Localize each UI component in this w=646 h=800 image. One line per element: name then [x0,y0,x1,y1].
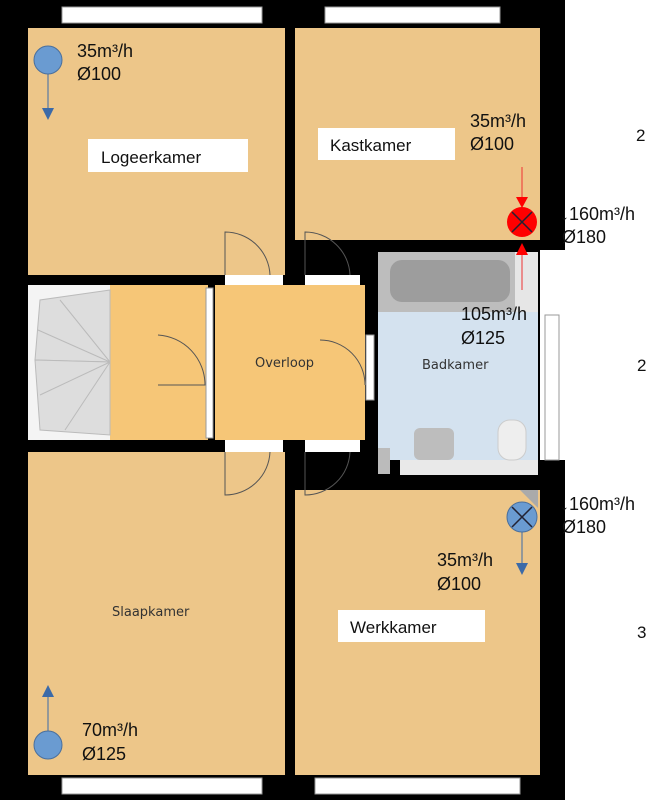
bathtub-basin [390,260,510,302]
room-label-werkkamer: Werkkamer [350,618,437,637]
vent-diameter: Ø125 [82,744,126,764]
room-overloop [215,285,365,440]
vent-diameter: Ø180 [562,517,606,537]
vent-diameter: Ø125 [461,328,505,348]
sink [414,428,454,460]
label-box-werkkamer [338,610,485,642]
vent-flow: 105m³/h [461,304,527,324]
vent-diameter: Ø100 [470,134,514,154]
edge-mark: 2 [636,126,645,145]
stairs [34,289,111,436]
vent-flow: ↓160m³/h [560,204,635,224]
vent-flow: 35m³/h [437,550,493,570]
vent-logeerkamer-icon [33,45,63,120]
landing [110,285,208,440]
toilet [497,419,527,461]
vent-flow: 35m³/h [470,111,526,131]
vent-flow: 35m³/h [77,41,133,61]
room-label-kastkamer: Kastkamer [330,136,412,155]
room-label-badkamer: Badkamer [422,358,489,373]
edge-mark: 3 [637,623,646,642]
vent-diameter: Ø100 [437,574,481,594]
edge-mark: 2 [637,356,646,375]
room-slaapkamer [28,452,285,775]
room-label-slaapkamer: Slaapkamer [112,605,190,620]
vent-exhaust-top-icon [507,167,537,290]
vent-exhaust-bottom-icon [506,490,538,575]
room-label-overloop: Overloop [255,356,314,371]
room-label-logeerkamer: Logeerkamer [101,148,202,167]
vent-slaapkamer-icon [33,685,63,760]
label-box-logeerkamer [88,139,248,172]
vent-diameter: Ø180 [562,227,606,247]
label-box-kastkamer [318,128,455,160]
vent-diameter: Ø100 [77,64,121,84]
doors [157,231,366,496]
vent-flow: ↓160m³/h [560,494,635,514]
vent-flow: 70m³/h [82,720,138,740]
windows [61,6,560,795]
